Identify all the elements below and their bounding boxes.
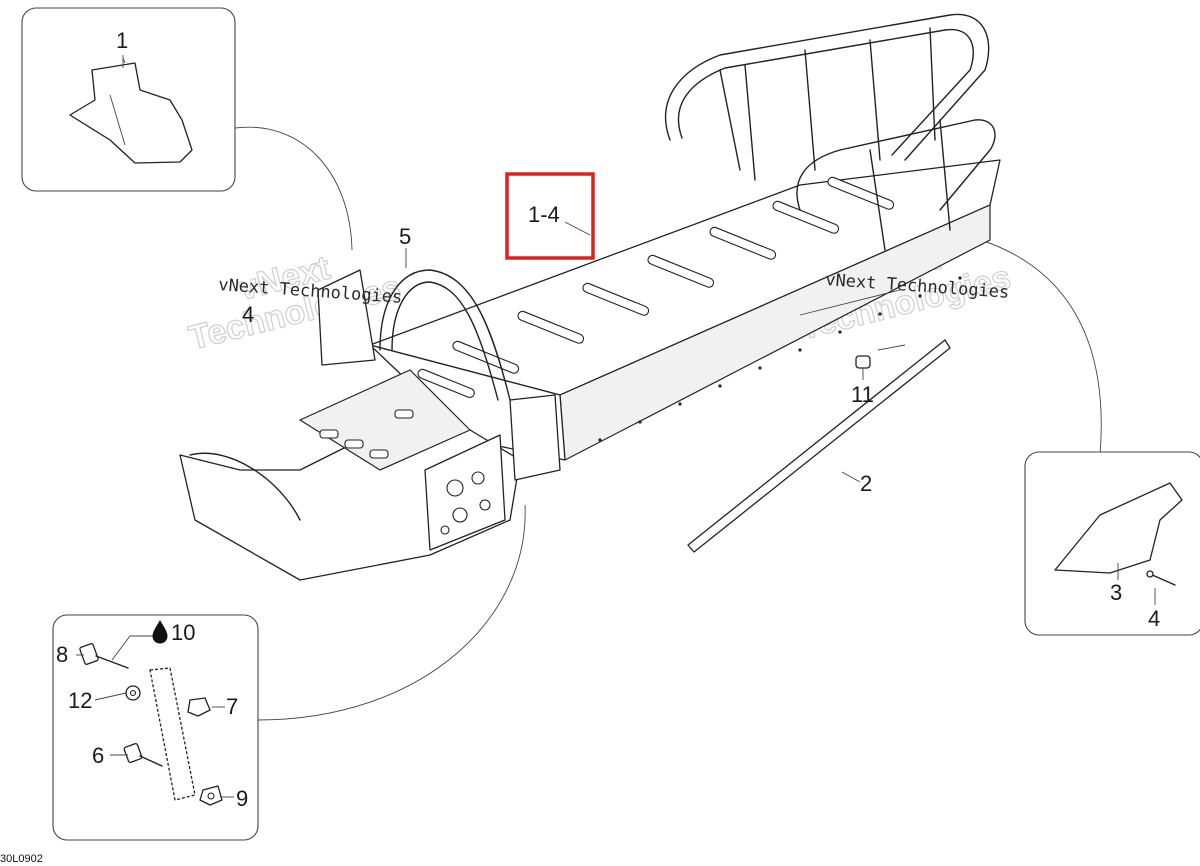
crossmember-slots — [319, 409, 414, 459]
leader-inset-1 — [234, 126, 353, 251]
callout-12: 12 — [68, 688, 92, 713]
leader-lines — [76, 248, 1156, 798]
engine-plate-holes — [440, 471, 491, 535]
oil-drop-icon — [152, 619, 168, 644]
callout-9: 9 — [236, 786, 248, 811]
frame-assembly — [179, 13, 1001, 581]
part-11-plug — [855, 355, 871, 378]
drawing-code: 30L0902 — [0, 853, 43, 865]
callout-10: 10 — [171, 620, 195, 645]
strap-bracket — [149, 667, 196, 801]
part-4-rivet — [1146, 570, 1176, 586]
callout-3: 3 — [1110, 580, 1122, 605]
part-2-rail — [687, 339, 951, 553]
highlight-box — [505, 172, 595, 260]
engine-plate — [424, 434, 506, 551]
callout-1: 1 — [116, 28, 128, 53]
callout-7: 7 — [226, 694, 238, 719]
part-8-bolt — [79, 643, 129, 669]
callout-11: 11 — [851, 382, 874, 407]
front-crossmember — [299, 369, 471, 471]
tunnel-slots — [417, 176, 895, 399]
callout-5: 5 — [399, 224, 411, 249]
part-9-flange-nut — [199, 785, 223, 806]
callout-8: 8 — [56, 642, 68, 667]
leader-inset-3 — [939, 229, 1102, 456]
leader-inset-8 — [257, 504, 526, 721]
callout-4-right: 4 — [1148, 606, 1160, 631]
callout-4-left: 4 — [242, 302, 254, 327]
highlight-label: 1-4 — [528, 202, 560, 227]
column-bracket — [317, 269, 376, 366]
inset-hardware — [52, 614, 259, 841]
part-1-heat-shield — [69, 57, 193, 164]
tunnel-rivets — [598, 276, 962, 442]
steering-hoop — [379, 269, 511, 401]
callout-2: 2 — [860, 471, 872, 496]
front-bumper — [189, 452, 301, 521]
part-12-washer — [125, 685, 141, 701]
side-plate — [509, 394, 561, 481]
callout-6: 6 — [92, 743, 104, 768]
rear-rack — [665, 13, 996, 251]
part-7-nut — [187, 697, 211, 717]
part-3-panel — [1054, 482, 1183, 574]
